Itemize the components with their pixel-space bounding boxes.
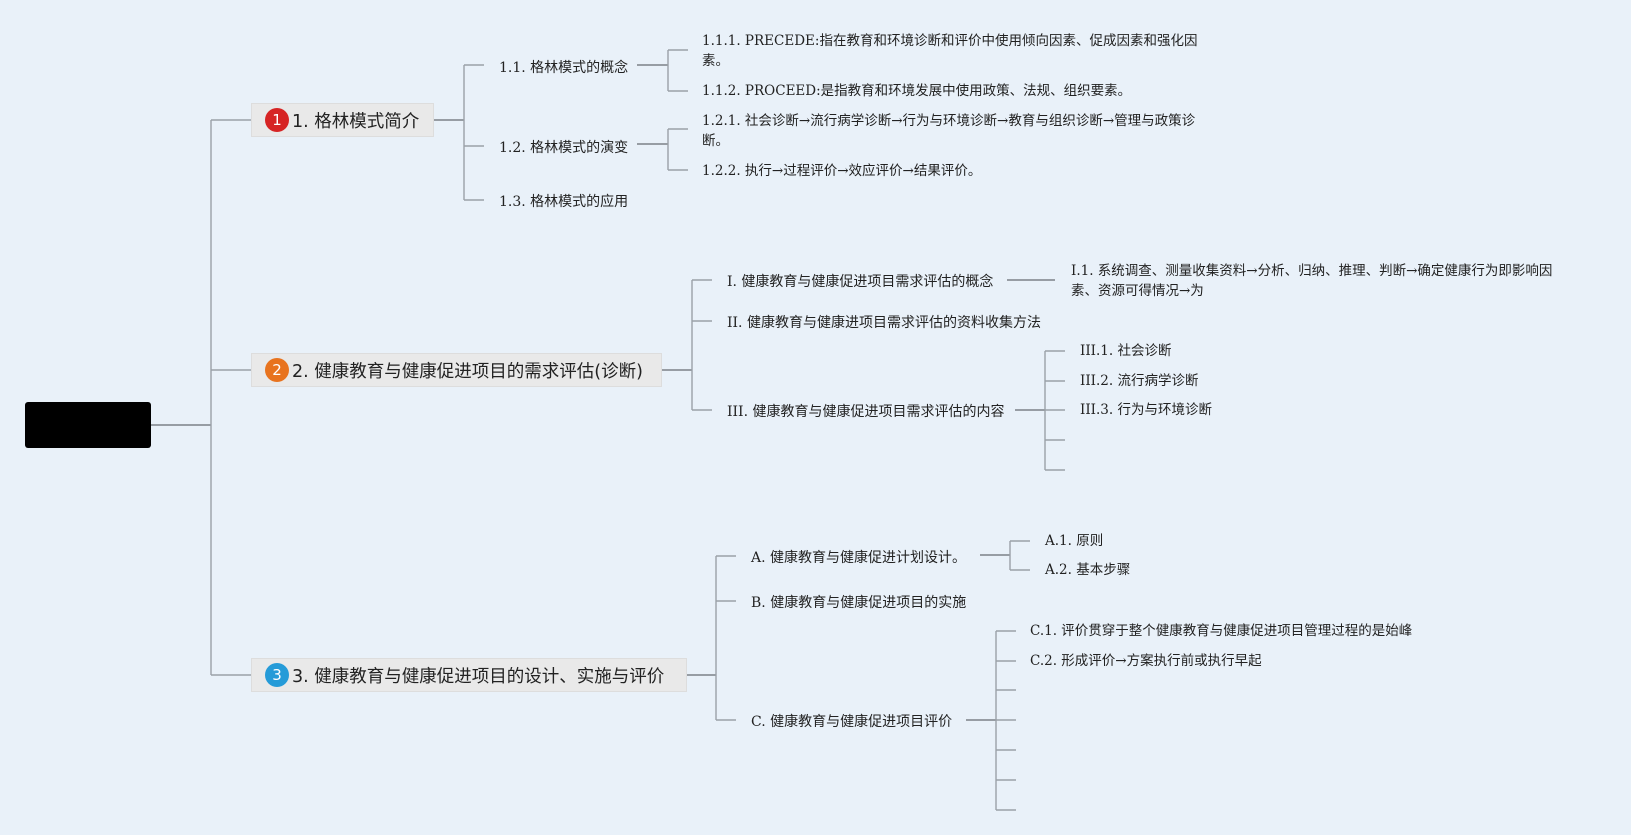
subtopic-2-3-1[interactable]: III.1. 社会诊断 bbox=[1080, 343, 1172, 359]
subtopic-1-1[interactable]: 1.1. 格林模式的概念 bbox=[499, 60, 629, 76]
subtopic-1-2-1[interactable]: 1.2.1. 社会诊断→流行病学诊断→行为与环境诊断→教育与组织诊断→管理与政策… bbox=[702, 113, 1196, 149]
number-badge-2-icon: 2 bbox=[265, 358, 289, 382]
subtopic-1-3[interactable]: 1.3. 格林模式的应用 bbox=[499, 194, 629, 210]
subtopic-3-c-1[interactable]: C.1. 评价贯穿于整个健康教育与健康促进项目管理过程的是始峰 bbox=[1030, 623, 1413, 639]
subtopic-1-2-2[interactable]: 1.2.2. 执行→过程评价→效应评价→结果评价。 bbox=[702, 163, 982, 179]
main-topic-3-title: 3. 健康教育与健康促进项目的设计、实施与评价 bbox=[292, 666, 665, 687]
subtopic-2-1-1[interactable]: I.1. 系统调查、测量收集资料→分析、归纳、推理、判断→确定健康行为即影响因素… bbox=[1071, 263, 1553, 299]
subtopic-2-3[interactable]: III. 健康教育与健康促进项目需求评估的内容 bbox=[727, 404, 1005, 420]
subtopic-2-3-2[interactable]: III.2. 流行病学诊断 bbox=[1080, 373, 1199, 389]
subtopic-1-1-2[interactable]: 1.1.2. PROCEED:是指教育和环境发展中使用政策、法规、组织要素。 bbox=[702, 83, 1132, 99]
subtopic-2-2[interactable]: II. 健康教育与健康进项目需求评估的资料收集方法 bbox=[727, 315, 1041, 331]
main-topic-2[interactable]: 2 2. 健康教育与健康促进项目的需求评估(诊断) bbox=[251, 353, 662, 387]
subtopic-1-2[interactable]: 1.2. 格林模式的演变 bbox=[499, 140, 629, 156]
subtopic-3-a-2[interactable]: A.2. 基本步骤 bbox=[1045, 562, 1131, 578]
central-topic[interactable] bbox=[25, 402, 151, 448]
subtopic-1-1-1[interactable]: 1.1.1. PRECEDE:指在教育和环境诊断和评价中使用倾向因素、促成因素和… bbox=[702, 33, 1198, 69]
number-badge-1-icon: 1 bbox=[265, 108, 289, 132]
subtopic-2-1[interactable]: I. 健康教育与健康促进项目需求评估的概念 bbox=[727, 274, 994, 290]
subtopic-3-c[interactable]: C. 健康教育与健康促进项目评价 bbox=[751, 714, 953, 730]
number-badge-3-icon: 3 bbox=[265, 663, 289, 687]
main-topic-1[interactable]: 1 1. 格林模式简介 bbox=[251, 103, 434, 137]
main-topic-3[interactable]: 3 3. 健康教育与健康促进项目的设计、实施与评价 bbox=[251, 658, 687, 692]
main-topic-2-title: 2. 健康教育与健康促进项目的需求评估(诊断) bbox=[292, 361, 643, 382]
subtopic-3-c-2[interactable]: C.2. 形成评价→方案执行前或执行早起 bbox=[1030, 653, 1262, 669]
subtopic-2-3-3[interactable]: III.3. 行为与环境诊断 bbox=[1080, 402, 1212, 418]
subtopic-3-a-1[interactable]: A.1. 原则 bbox=[1045, 533, 1104, 549]
main-topic-1-title: 1. 格林模式简介 bbox=[292, 111, 420, 132]
subtopic-3-a[interactable]: A. 健康教育与健康促进计划设计。 bbox=[751, 550, 967, 566]
subtopic-3-b[interactable]: B. 健康教育与健康促进项目的实施 bbox=[751, 595, 967, 611]
